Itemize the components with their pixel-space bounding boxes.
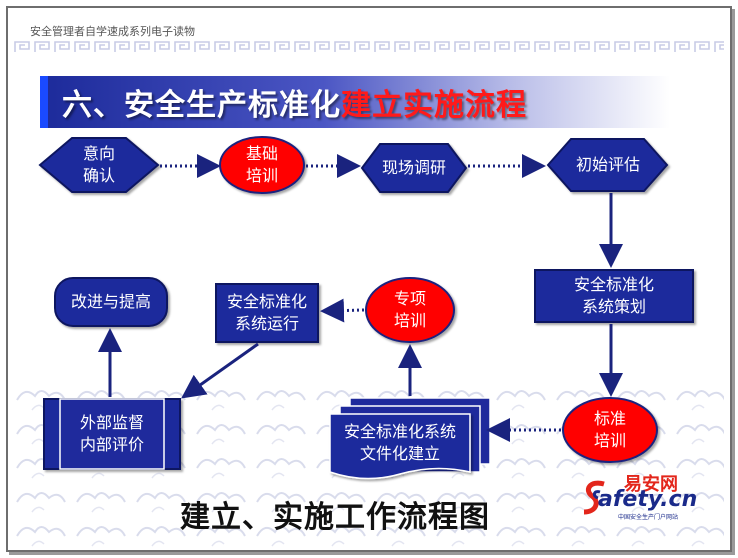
title-accent	[40, 76, 48, 128]
field-research-node-shape	[360, 143, 468, 193]
system-planning-line1: 安全标准化	[573, 275, 654, 294]
initial-assessment-label: 初始评估	[575, 155, 640, 174]
special-training-line2: 培训	[393, 311, 426, 330]
improvement-label: 改进与提高	[70, 292, 151, 311]
title-part-b: 建立实施流程	[341, 88, 527, 123]
system-planning-line2: 系统策划	[581, 297, 646, 316]
arrow-special-to-operation	[320, 298, 365, 323]
intent-node-shape	[38, 137, 160, 193]
arrow-operation-to-evaluation	[181, 342, 259, 399]
special-training-node: 专项 培训	[370, 284, 450, 336]
basic-training-node: 基础 培训	[222, 141, 302, 189]
improvement-node-shape	[54, 277, 168, 327]
title-bar	[40, 76, 670, 128]
field-research-node: 现场调研	[372, 146, 456, 190]
system-operation-node-shape	[215, 283, 319, 343]
initial-assessment-node: 初始评估	[556, 141, 660, 189]
intent-node: 意向 确认	[62, 140, 136, 190]
initial-assessment-node-shape	[546, 138, 669, 192]
basic-training-line1: 基础	[245, 144, 278, 163]
system-operation-line1: 安全标准化	[226, 292, 307, 311]
field-research-label: 现场调研	[381, 158, 446, 177]
intent-line1: 意向	[82, 144, 115, 163]
standard-training-line1: 标准	[593, 409, 626, 428]
documentation-line2: 文件化建立	[359, 444, 440, 463]
diagram-caption: 建立、实施工作流程图	[180, 500, 490, 535]
special-training-node-shape	[365, 277, 455, 343]
standard-training-node-shape	[562, 397, 658, 463]
decorative-pattern-band	[14, 40, 724, 54]
series-header: 安全管理者自学速成系列电子读物	[30, 25, 195, 38]
slide-title: 六、安全生产标准化建立实施流程	[62, 80, 527, 124]
standard-training-node: 标准 培训	[570, 404, 650, 456]
documentation-node: 安全标准化系统 文件化建立	[330, 418, 470, 468]
basic-training-line2: 培训	[245, 166, 278, 185]
improvement-node: 改进与提高	[55, 278, 167, 326]
system-operation-line2: 系统运行	[234, 314, 299, 333]
logo-tagline: 中国安全生产门户网站	[618, 514, 679, 521]
standard-training-line2: 培训	[593, 431, 626, 450]
system-operation-node: 安全标准化 系统运行	[218, 288, 316, 338]
evaluation-node-inner	[59, 398, 165, 470]
logo-swirl-icon	[583, 480, 605, 515]
evaluation-node: 外部监督 内部评价	[60, 408, 164, 460]
system-planning-node-shape	[534, 269, 694, 323]
logo-chinese-name: 易安网	[624, 474, 678, 495]
logo-domain: afety.cn	[598, 487, 698, 512]
title-part-a: 六、安全生产标准化	[62, 88, 341, 123]
intent-line2: 确认	[82, 166, 115, 185]
documentation-node-shape	[329, 413, 471, 480]
system-planning-node: 安全标准化 系统策划	[537, 272, 691, 320]
evaluation-line2: 内部评价	[79, 435, 144, 454]
documentation-line1: 安全标准化系统	[343, 422, 456, 441]
evaluation-line1: 外部监督	[79, 413, 144, 432]
special-training-line1: 专项	[393, 289, 426, 308]
yian-logo: 易安网 afety.cn 中国安全生产门户网站	[582, 470, 702, 522]
